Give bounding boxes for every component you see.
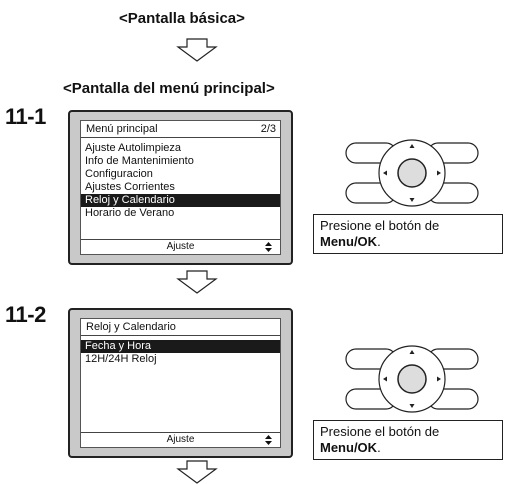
instruction-text: Presione el botón de [320, 424, 440, 439]
step-label-11-1: 11-1 [5, 104, 46, 129]
page-indicator: 2/3 [260, 123, 276, 135]
lcd-footer: Ajuste [81, 239, 280, 254]
menu-item-fecha-hora[interactable]: Fecha y Hora [81, 340, 280, 353]
basic-screen-heading: <Pantalla básica> [119, 10, 245, 27]
menu-item-12h-24h-reloj[interactable]: 12H/24H Reloj [85, 353, 157, 365]
menu-item-ajuste-autolimpieza[interactable]: Ajuste Autolimpieza [85, 142, 181, 154]
main-menu-screen-heading: <Pantalla del menú principal> [63, 80, 275, 97]
menu-item-configuracion[interactable]: Configuracion [85, 168, 153, 180]
lcd-screen: Menú principal 2/3 Ajuste Autolimpieza I… [80, 120, 281, 255]
instruction-text: Presione el botón de [320, 218, 440, 233]
instruction-box: Presione el botón de Menu/OK. [313, 214, 503, 254]
up-down-triangle-icon [265, 242, 272, 252]
lcd-frame: Menú principal 2/3 Ajuste Autolimpieza I… [68, 110, 293, 265]
lcd-title-bar: Menú principal 2/3 [81, 121, 280, 138]
menu-list: Fecha y Hora 12H/24H Reloj [81, 340, 280, 366]
remote-control-buttons-icon [345, 139, 479, 207]
screen-title: Menú principal [86, 123, 158, 135]
step-label-11-2: 11-2 [5, 302, 46, 327]
menu-ok-button-name: Menu/OK [320, 440, 378, 455]
down-arrow-icon [176, 270, 218, 294]
lcd-screen: Reloj y Calendario Fecha y Hora 12H/24H … [80, 318, 281, 448]
lcd-frame: Reloj y Calendario Fecha y Hora 12H/24H … [68, 308, 293, 458]
footer-ajuste-label: Ajuste [166, 241, 195, 252]
instruction-suffix: . [377, 440, 381, 455]
menu-item-reloj-calendario[interactable]: Reloj y Calendario [81, 194, 280, 207]
screen-title: Reloj y Calendario [86, 321, 176, 333]
down-arrow-icon [176, 38, 218, 62]
menu-item-horario-verano[interactable]: Horario de Verano [85, 207, 175, 219]
menu-item-info-mantenimiento[interactable]: Info de Mantenimiento [85, 155, 194, 167]
menu-list: Ajuste Autolimpieza Info de Mantenimient… [81, 142, 280, 220]
footer-ajuste-label: Ajuste [166, 434, 195, 445]
instruction-suffix: . [377, 234, 381, 249]
down-arrow-icon [176, 460, 218, 484]
instruction-box: Presione el botón de Menu/OK. [313, 420, 503, 460]
lcd-title-bar: Reloj y Calendario [81, 319, 280, 336]
menu-ok-button-name: Menu/OK [320, 234, 378, 249]
up-down-triangle-icon [265, 435, 272, 445]
remote-control-buttons-icon [345, 345, 479, 413]
menu-item-ajustes-corrientes[interactable]: Ajustes Corrientes [85, 181, 175, 193]
lcd-footer: Ajuste [81, 432, 280, 447]
